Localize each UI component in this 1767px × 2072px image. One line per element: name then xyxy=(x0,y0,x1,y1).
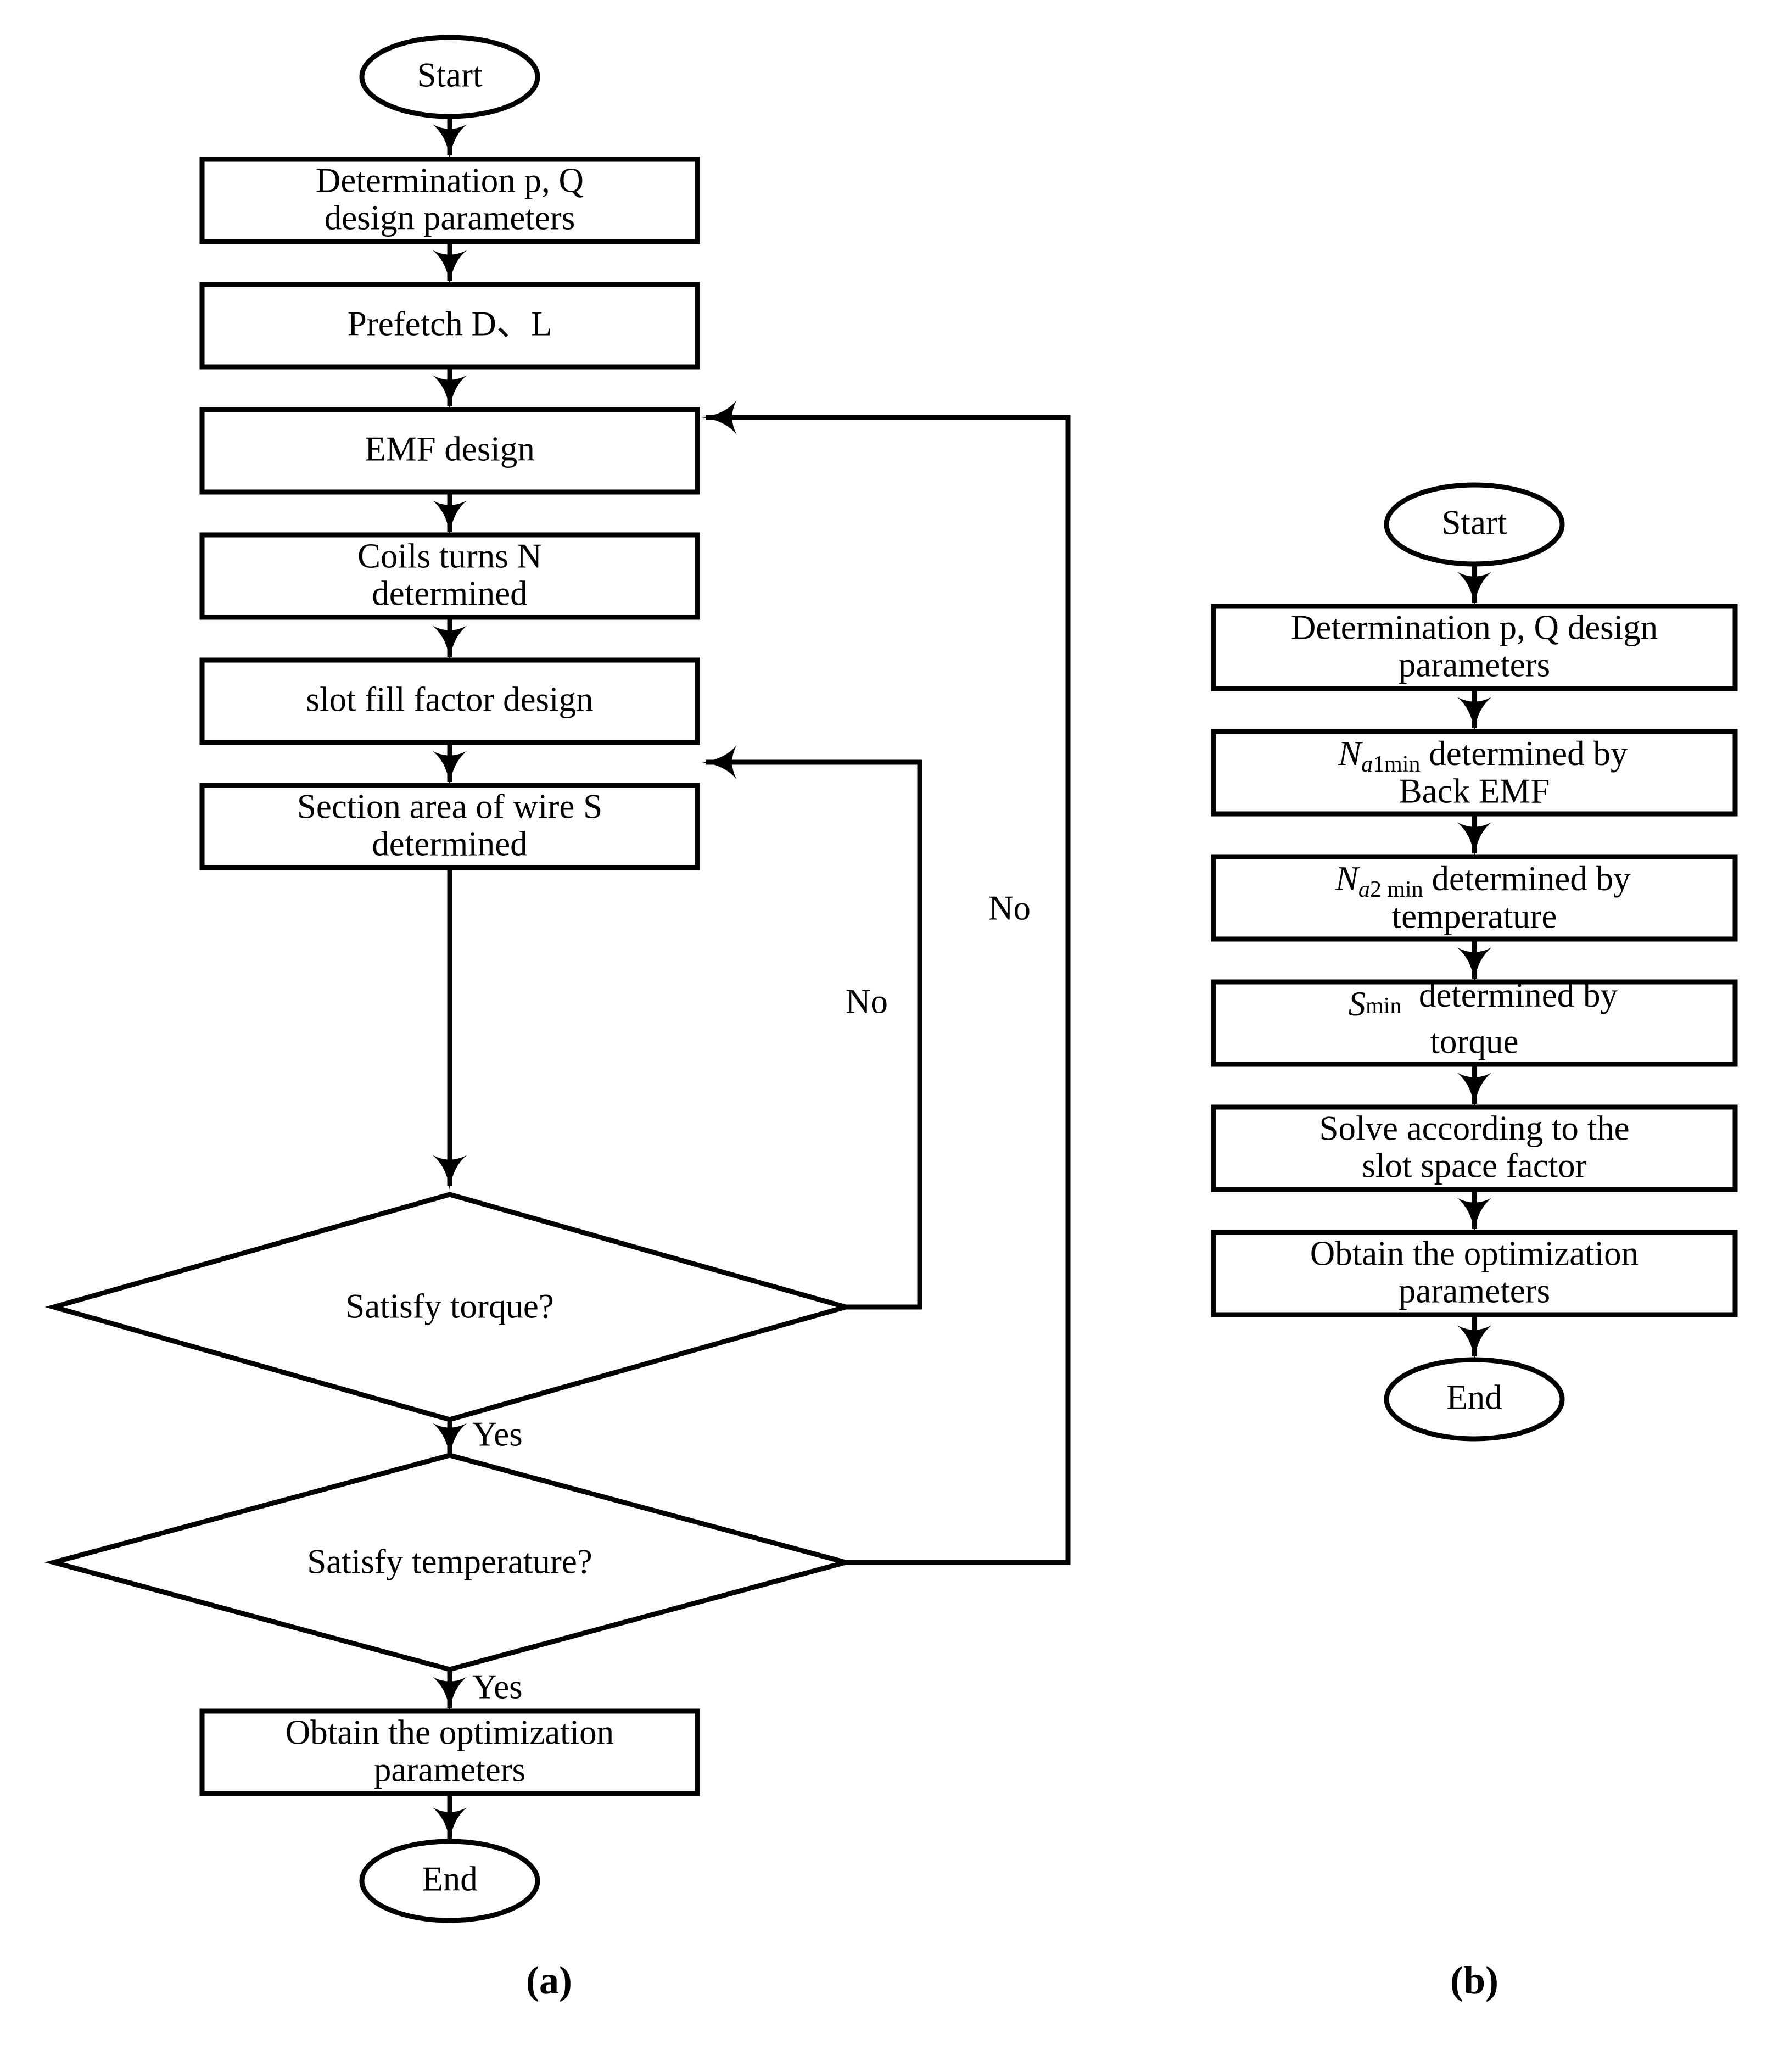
node-a-coils-line2: determined xyxy=(372,574,527,612)
node-b-smin-line2: torque xyxy=(1430,1022,1519,1060)
caption-panel-b: (b) xyxy=(1450,1958,1498,2002)
node-b-na1min-line2: Back EMF xyxy=(1399,772,1550,810)
node-b-smin-sub-roman: min xyxy=(1366,993,1401,1019)
node-a-prefetch-label: Prefetch D、L xyxy=(348,304,552,343)
node-b-determination-line1: Determination p, Q design xyxy=(1291,608,1658,646)
edge-label-a-torque-no: No xyxy=(846,982,888,1020)
node-a-obtain-line1: Obtain the optimization xyxy=(286,1713,614,1751)
node-b-smin-var: S xyxy=(1349,985,1366,1023)
node-a-section-line1: Section area of wire S xyxy=(297,787,602,825)
node-a-end[interactable]: End xyxy=(359,1839,540,1923)
node-b-start-label: Start xyxy=(1442,503,1507,541)
node-a-section-line2: determined xyxy=(372,824,527,863)
node-b-na2min-sub-italic: a xyxy=(1358,877,1370,902)
node-b-smin-rest: determined by xyxy=(1401,976,1618,1014)
node-a-temperature-decision[interactable]: Satisfy temperature? xyxy=(44,1453,855,1672)
node-a-coils-line1: Coils turns N xyxy=(357,537,542,575)
node-b-end[interactable]: End xyxy=(1384,1357,1565,1442)
node-b-na1min[interactable]: Na1min determined by Back EMF xyxy=(1211,729,1738,817)
node-a-slotfill-label: slot fill factor design xyxy=(306,680,593,718)
node-b-na2min-line2: temperature xyxy=(1392,897,1557,935)
node-a-determination-line1: Determination p, Q xyxy=(316,161,584,199)
panel-b: Start Determination p, Q design paramete… xyxy=(1211,482,1738,2002)
edge-label-a-temperature-yes: Yes xyxy=(472,1667,523,1706)
node-b-start[interactable]: Start xyxy=(1384,482,1565,567)
node-b-na2min[interactable]: Na2 min determined by temperature xyxy=(1211,854,1738,942)
edge-label-a-temperature-no: No xyxy=(988,889,1031,927)
node-a-coils[interactable]: Coils turns N determined xyxy=(199,532,700,620)
node-a-end-label: End xyxy=(422,1859,477,1898)
panel-a: Start Determination p, Q design paramete… xyxy=(44,35,1071,2002)
node-b-solve-line2: slot space factor xyxy=(1362,1146,1586,1185)
node-b-obtain-line2: parameters xyxy=(1399,1271,1550,1310)
node-b-determination[interactable]: Determination p, Q design parameters xyxy=(1211,604,1738,691)
node-a-temperature-label: Satisfy temperature? xyxy=(307,1542,592,1580)
node-a-obtain[interactable]: Obtain the optimization parameters xyxy=(199,1708,700,1796)
node-b-na2min-sub-roman: 2 min xyxy=(1370,877,1423,902)
edge-a-torque-no xyxy=(701,745,922,1310)
node-a-determination-line2: design parameters xyxy=(325,198,575,237)
node-b-na2min-line1: Na2 min determined by xyxy=(1257,859,1691,902)
node-b-obtain[interactable]: Obtain the optimization parameters xyxy=(1211,1230,1738,1317)
node-b-na1min-rest: determined by xyxy=(1420,734,1628,773)
node-b-smin-line1: Smin determined by xyxy=(1271,976,1678,1023)
caption-panel-a: (a) xyxy=(526,1958,572,2002)
node-b-na2min-var: N xyxy=(1335,859,1360,898)
node-a-prefetch[interactable]: Prefetch D、L xyxy=(199,282,700,370)
node-b-obtain-line1: Obtain the optimization xyxy=(1310,1234,1639,1272)
node-b-solve-line1: Solve according to the xyxy=(1319,1109,1629,1147)
edge-label-a-torque-yes: Yes xyxy=(472,1415,523,1453)
node-b-na1min-var: N xyxy=(1338,734,1363,773)
node-a-obtain-line2: parameters xyxy=(374,1750,525,1789)
node-b-end-label: End xyxy=(1446,1378,1502,1416)
node-a-determination[interactable]: Determination p, Q design parameters xyxy=(199,157,700,244)
node-b-na1min-sub-roman: 1min xyxy=(1373,752,1420,777)
node-a-start[interactable]: Start xyxy=(359,35,540,119)
node-b-na1min-sub-italic: a xyxy=(1361,752,1373,777)
node-a-section[interactable]: Section area of wire S determined xyxy=(199,783,700,870)
node-a-torque-decision[interactable]: Satisfy torque? xyxy=(44,1192,855,1422)
edge-a-temperature-no xyxy=(701,400,1071,1565)
node-b-smin[interactable]: Smin determined by torque xyxy=(1211,976,1738,1067)
node-a-slotfill[interactable]: slot fill factor design xyxy=(199,657,700,745)
node-a-start-label: Start xyxy=(417,55,483,94)
node-a-emf-label: EMF design xyxy=(365,429,535,468)
node-b-na1min-line1: Na1min determined by xyxy=(1260,734,1688,777)
node-a-emf[interactable]: EMF design xyxy=(199,407,700,495)
node-a-torque-label: Satisfy torque? xyxy=(345,1287,554,1325)
node-b-solve[interactable]: Solve according to the slot space factor xyxy=(1211,1104,1738,1192)
node-b-determination-line2: parameters xyxy=(1399,645,1550,684)
node-b-na2min-rest: determined by xyxy=(1423,859,1631,898)
